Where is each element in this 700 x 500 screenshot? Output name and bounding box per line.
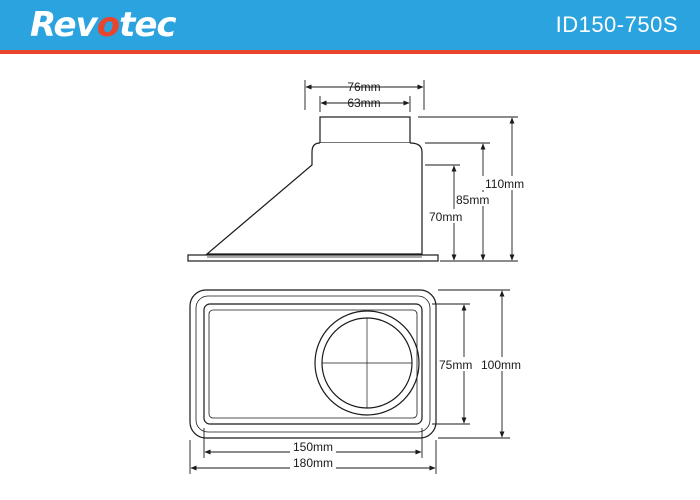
header-accent-line (0, 50, 700, 54)
inner-depth-label: 75mm (439, 358, 472, 372)
outlet-inner-diameter-label: 63mm (347, 96, 380, 110)
outlet-spigot (319, 116, 411, 144)
side-view (187, 116, 439, 262)
flange-edge (195, 295, 431, 433)
total-height-label: 110mm (485, 177, 524, 191)
side-top-dimensions (304, 80, 425, 112)
outlet-outer-diameter-label: 76mm (347, 80, 380, 94)
model-number: ID150-750S (555, 12, 678, 37)
body-height-label: 70mm (429, 210, 462, 224)
inner-opening (203, 303, 423, 425)
brand-logo-o: o (96, 5, 120, 45)
outlet-outer-circle (314, 310, 420, 416)
base-flange (187, 254, 439, 262)
mid-height-label: 85mm (456, 193, 489, 207)
header-bar: Revotec ID150-750S (0, 0, 700, 50)
brand-logo: Revotec (30, 4, 177, 46)
inner-width-label: 150mm (293, 440, 333, 454)
brand-text-part: tec (119, 5, 176, 45)
outer-width-label: 180mm (293, 456, 333, 470)
outer-depth-label: 100mm (481, 358, 521, 372)
brand-text-part: Rev (30, 5, 98, 45)
top-view (189, 289, 437, 439)
outer-flange (189, 289, 437, 439)
body-shell (205, 142, 423, 255)
